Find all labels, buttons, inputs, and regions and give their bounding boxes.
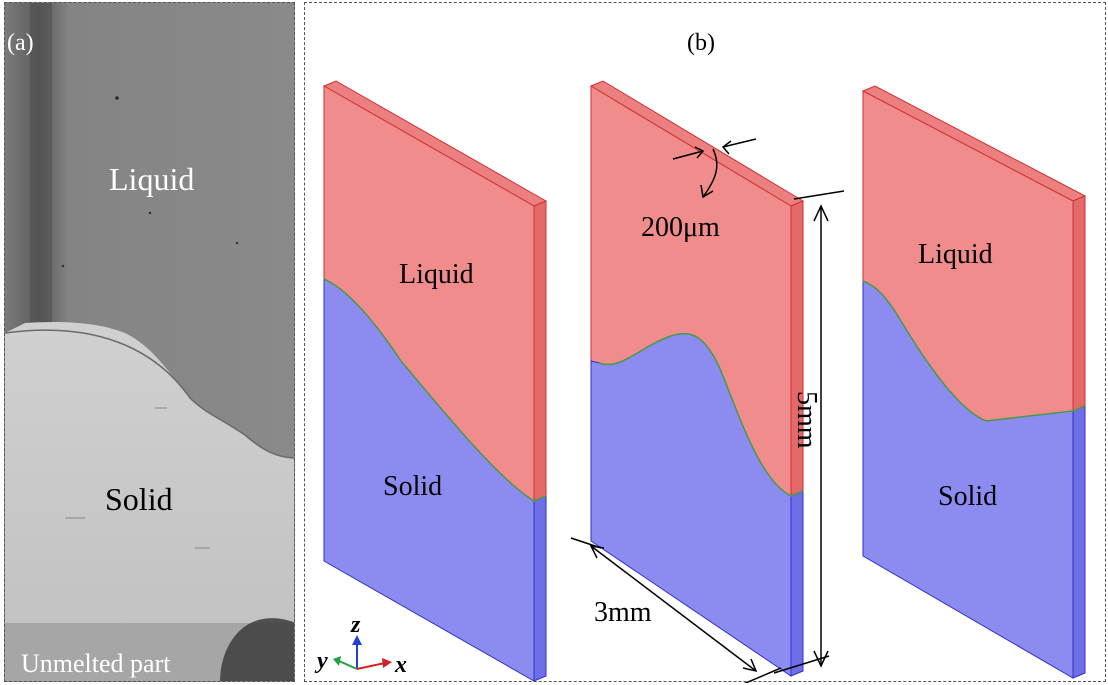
dark-inclusion [220, 618, 294, 681]
slab-3-liquid-side [1072, 195, 1086, 412]
panel-a-label: (a) [7, 30, 34, 56]
panel-b-label: (b) [687, 30, 715, 56]
slab-3 [861, 85, 1087, 679]
liquid-label: Liquid [109, 161, 195, 197]
slab-1-solid-label: Solid [383, 471, 443, 502]
width-label: 3mm [594, 597, 652, 628]
solid-region [5, 322, 294, 681]
micrograph-image [5, 3, 294, 681]
slab-3-liquid-label: Liquid [918, 239, 993, 270]
solid-liquid-interface [5, 329, 294, 459]
slab-2-liquid-side [790, 200, 804, 497]
axis-x-label: x [395, 652, 407, 678]
slab-3-solid-side [1072, 405, 1086, 679]
slab-3-solid-label: Solid [938, 481, 998, 512]
panel-a-micrograph: (a) Liquid Solid Unmelted part [4, 2, 295, 682]
slab-1-liquid-label: Liquid [399, 259, 474, 290]
slab-1-interface [323, 278, 547, 502]
slab-1 [322, 80, 548, 682]
slab-1-solid-side [533, 495, 547, 682]
thickness-label: 200μm [641, 212, 720, 243]
slab-diagram [322, 80, 1087, 683]
slab-1-liquid-side [533, 200, 547, 502]
solid-label: Solid [105, 481, 173, 517]
axis-z-label: z [351, 612, 361, 638]
axis-y-label: y [317, 648, 328, 674]
thickness-dimension [672, 138, 757, 199]
slab-2-solid-side [790, 490, 804, 677]
slab-2-interface [598, 332, 804, 497]
slab-2 [589, 80, 805, 677]
width-dimension [570, 537, 782, 683]
panel-b-simulation: (b) Liquid Solid Liquid Solid 200μm 5mm … [304, 2, 1106, 683]
axis-triad [333, 635, 392, 670]
height-dimension [773, 190, 845, 674]
dark-streak [30, 3, 52, 333]
slab-3-interface [862, 280, 1086, 422]
height-label: 5mm [791, 391, 822, 449]
unmelted-label: Unmelted part [21, 649, 171, 678]
